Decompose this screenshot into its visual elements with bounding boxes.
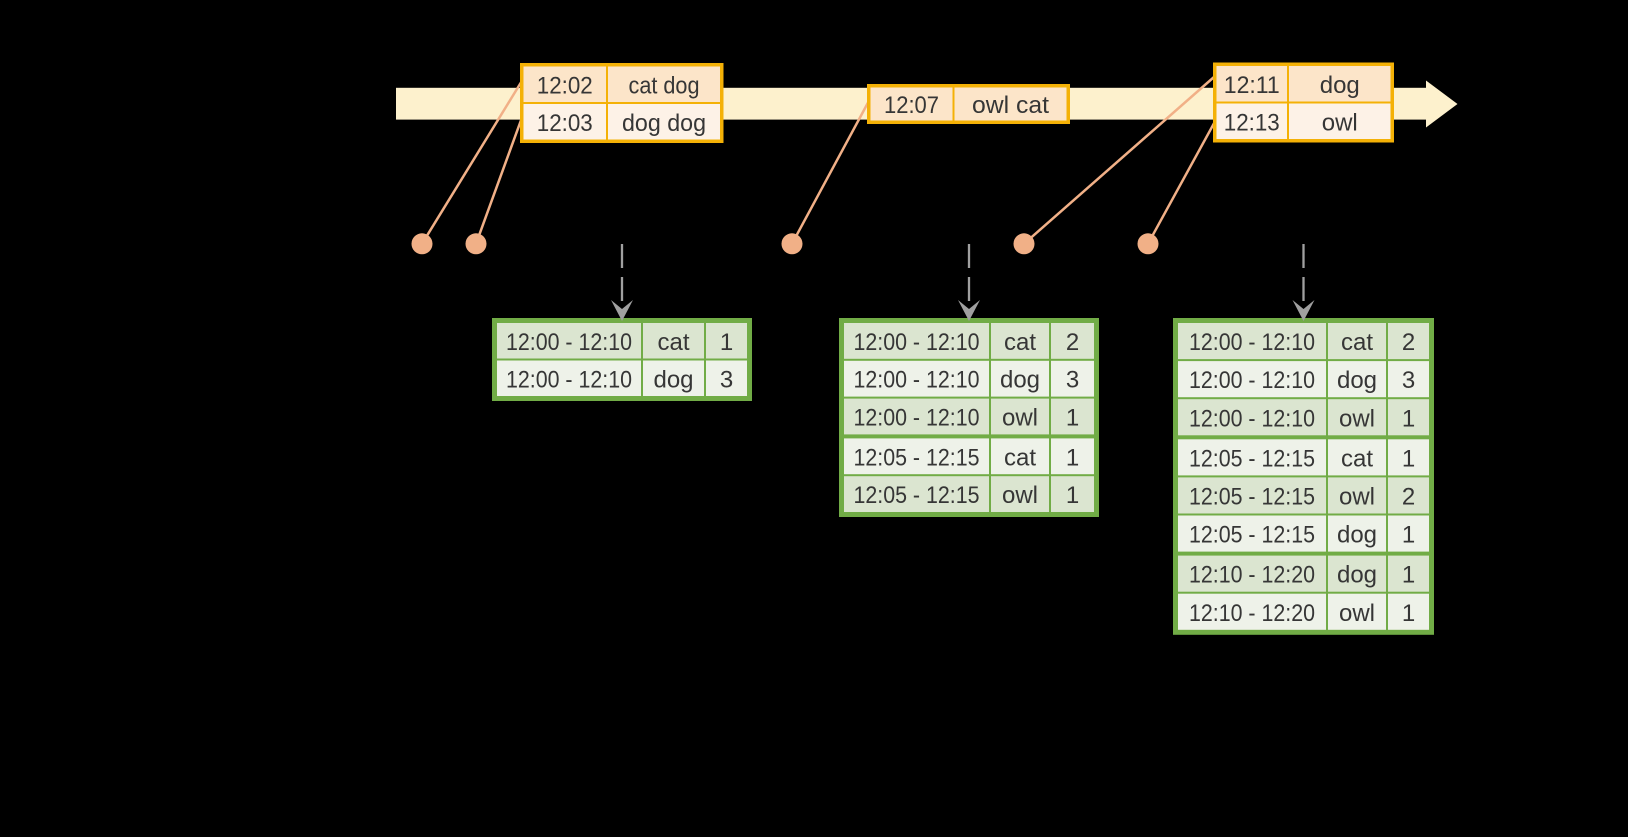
svg-text:12:05 - 12:15: 12:05 - 12:15 — [1189, 522, 1315, 549]
svg-text:12:13: 12:13 — [1224, 109, 1280, 136]
svg-text:1: 1 — [1066, 405, 1079, 432]
svg-text:owl: owl — [1339, 600, 1375, 627]
svg-text:12:11: 12:11 — [1224, 72, 1280, 99]
svg-text:12:05 - 12:15: 12:05 - 12:15 — [1189, 445, 1315, 472]
svg-text:dog: dog — [1320, 72, 1360, 99]
svg-text:12:00 - 12:10: 12:00 - 12:10 — [1189, 405, 1315, 432]
svg-text:owl: owl — [1339, 405, 1375, 432]
svg-text:dog dog: dog dog — [622, 110, 706, 137]
svg-text:3: 3 — [720, 366, 733, 393]
svg-text:12:00 - 12:10: 12:00 - 12:10 — [1189, 367, 1315, 394]
svg-text:1: 1 — [1402, 405, 1415, 432]
svg-text:12:10 - 12:20: 12:10 - 12:20 — [1189, 562, 1315, 589]
svg-text:12:05 - 12:15: 12:05 - 12:15 — [1189, 483, 1315, 510]
svg-text:12:00 - 12:10: 12:00 - 12:10 — [854, 367, 980, 394]
svg-text:1: 1 — [1402, 522, 1415, 549]
svg-text:12:05 - 12:15: 12:05 - 12:15 — [854, 482, 980, 509]
svg-text:dog: dog — [1000, 367, 1040, 394]
svg-text:12:05 - 12:15: 12:05 - 12:15 — [854, 444, 980, 471]
svg-text:cat: cat — [1004, 329, 1036, 356]
svg-text:owl cat: owl cat — [972, 92, 1049, 119]
svg-text:cat: cat — [657, 329, 689, 356]
svg-text:owl: owl — [1002, 405, 1038, 432]
svg-text:cat: cat — [1341, 445, 1373, 472]
svg-text:2: 2 — [1066, 329, 1079, 356]
svg-text:dog: dog — [1337, 562, 1377, 589]
svg-text:1: 1 — [1066, 482, 1079, 509]
svg-text:12:10 - 12:20: 12:10 - 12:20 — [1189, 600, 1315, 627]
svg-text:1: 1 — [1402, 445, 1415, 472]
svg-text:1: 1 — [1066, 444, 1079, 471]
svg-text:owl: owl — [1002, 482, 1038, 509]
svg-text:12:02: 12:02 — [537, 72, 593, 99]
svg-text:12:03: 12:03 — [537, 110, 593, 137]
svg-text:dog: dog — [1337, 367, 1377, 394]
svg-text:12:00 - 12:10: 12:00 - 12:10 — [506, 366, 632, 393]
svg-text:cat: cat — [1004, 444, 1036, 471]
svg-text:2: 2 — [1402, 483, 1415, 510]
svg-text:owl: owl — [1322, 109, 1358, 136]
svg-text:3: 3 — [1402, 367, 1415, 394]
svg-text:owl: owl — [1339, 483, 1375, 510]
svg-text:1: 1 — [1402, 600, 1415, 627]
svg-text:2: 2 — [1402, 329, 1415, 356]
svg-text:12:07: 12:07 — [884, 92, 939, 119]
svg-text:1: 1 — [720, 329, 733, 356]
svg-text:cat dog: cat dog — [629, 72, 700, 99]
svg-text:12:00 - 12:10: 12:00 - 12:10 — [854, 405, 980, 432]
svg-text:3: 3 — [1066, 367, 1079, 394]
svg-text:1: 1 — [1402, 562, 1415, 589]
svg-text:dog: dog — [1337, 522, 1377, 549]
svg-text:dog: dog — [653, 366, 693, 393]
svg-text:cat: cat — [1341, 329, 1373, 356]
svg-text:12:00 - 12:10: 12:00 - 12:10 — [854, 329, 980, 356]
svg-text:12:00 - 12:10: 12:00 - 12:10 — [1189, 329, 1315, 356]
svg-text:12:00 - 12:10: 12:00 - 12:10 — [506, 329, 632, 356]
